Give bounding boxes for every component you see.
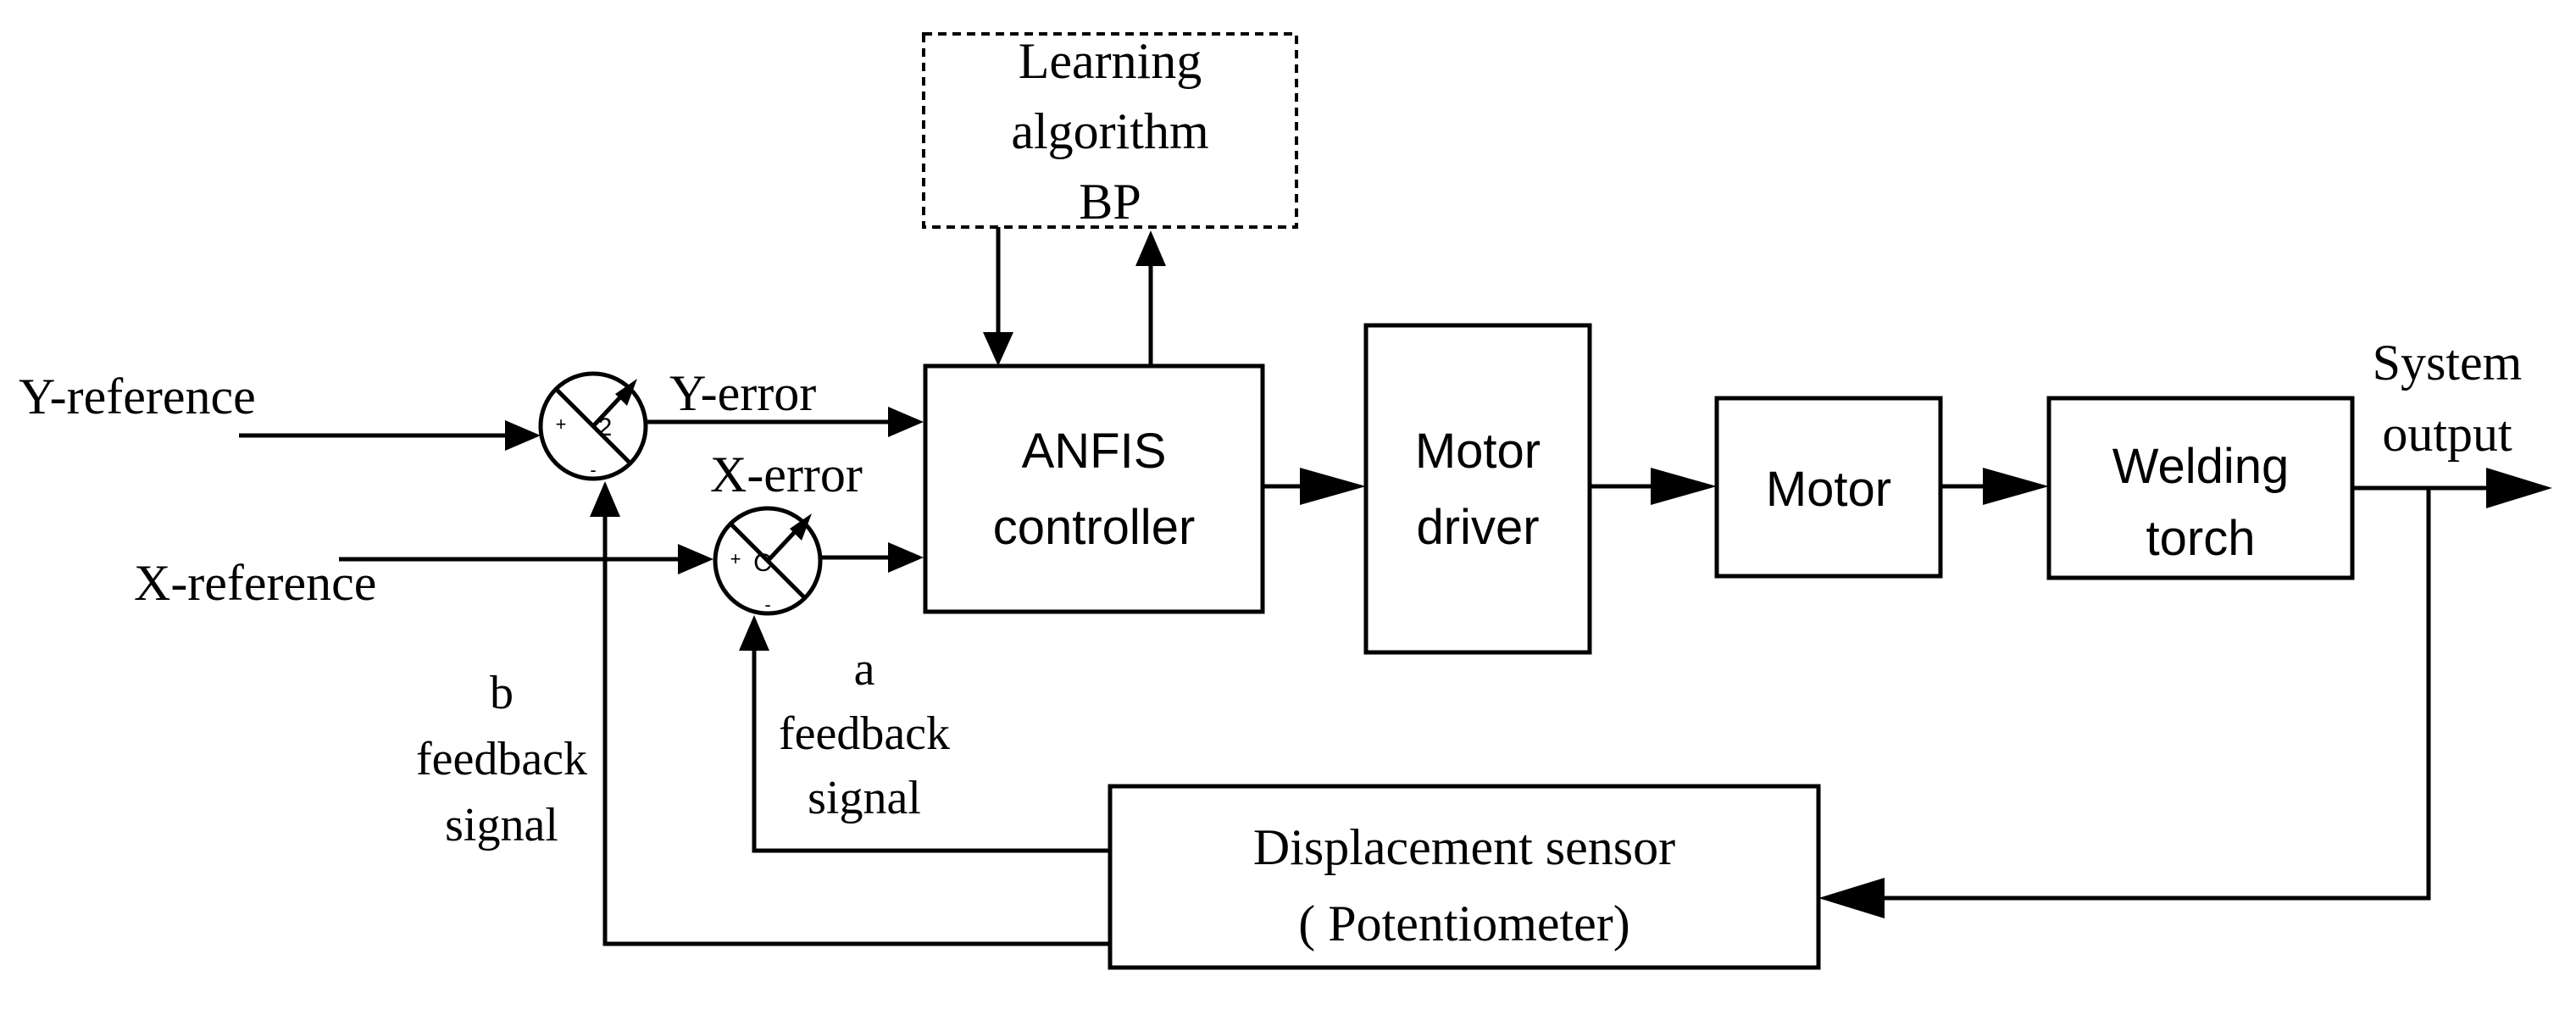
welding-line-2: torch bbox=[2146, 511, 2256, 566]
x-error-label: X-error bbox=[710, 446, 863, 502]
y-error-wire bbox=[646, 407, 924, 437]
driver-to-motor-wire bbox=[1590, 468, 1717, 505]
motor-block: Motor bbox=[1714, 396, 1943, 579]
summing-y-plus: + bbox=[556, 413, 567, 435]
feedback-b-label-1: b bbox=[490, 667, 514, 719]
x-reference-wire bbox=[339, 544, 713, 574]
feedback-a-label-1: a bbox=[854, 643, 875, 696]
motor-to-torch-wire bbox=[1940, 468, 2049, 505]
feedback-a-wire bbox=[739, 615, 1110, 853]
sensor-line-1: Displacement sensor bbox=[1253, 819, 1675, 875]
svg-text:C: C bbox=[753, 549, 772, 577]
summing-x-minus: - bbox=[764, 594, 770, 615]
feedback-a-label-3: signal bbox=[808, 772, 921, 824]
learning-algorithm-block: Learning algorithm BP bbox=[922, 32, 1298, 230]
motor-driver-line-2: driver bbox=[1416, 500, 1539, 555]
system-output-label-1: System bbox=[2373, 335, 2523, 391]
anfis-line-2: controller bbox=[993, 500, 1196, 555]
svg-text:2: 2 bbox=[598, 413, 613, 441]
motor-driver-block: Motor driver bbox=[1363, 323, 1592, 655]
summing-junction-x: + - C bbox=[713, 506, 823, 616]
welding-line-1: Welding bbox=[2112, 439, 2290, 494]
feedback-b-wire bbox=[590, 481, 1110, 946]
anfis-controller-block: ANFIS controller bbox=[923, 363, 1265, 614]
y-reference-label: Y-reference bbox=[19, 369, 256, 424]
y-reference-wire bbox=[239, 420, 541, 451]
learning-line-3: BP bbox=[1079, 174, 1141, 230]
sensor-line-2: ( Potentiometer) bbox=[1298, 896, 1630, 951]
motor-driver-line-1: Motor bbox=[1415, 424, 1541, 479]
output-to-sensor-wire bbox=[1818, 488, 2431, 918]
summing-junction-y: + - 2 bbox=[538, 371, 648, 481]
anfis-line-1: ANFIS bbox=[1022, 424, 1167, 479]
y-error-label: Y-error bbox=[669, 365, 816, 421]
displacement-sensor-block: Displacement sensor ( Potentiometer) bbox=[1108, 784, 1821, 970]
motor-label: Motor bbox=[1766, 462, 1891, 517]
learning-line-2: algorithm bbox=[1011, 103, 1208, 159]
summing-y-minus: - bbox=[590, 459, 596, 480]
feedback-a-label-2: feedback bbox=[779, 707, 950, 760]
anfis-to-driver-wire bbox=[1263, 468, 1366, 505]
x-error-wire bbox=[820, 542, 924, 573]
anfis-to-learning-wire bbox=[1135, 230, 1166, 366]
learning-line-1: Learning bbox=[1019, 33, 1202, 89]
system-output-wire bbox=[2352, 468, 2552, 508]
welding-torch-block: Welding torch bbox=[2046, 396, 2355, 580]
summing-x-plus: + bbox=[730, 548, 741, 569]
feedback-b-label-2: feedback bbox=[416, 733, 587, 785]
feedback-b-label-3: signal bbox=[445, 799, 558, 851]
system-output-label-2: output bbox=[2382, 406, 2512, 462]
x-reference-label: X-reference bbox=[134, 555, 376, 611]
learning-to-anfis-wire bbox=[983, 227, 1013, 366]
